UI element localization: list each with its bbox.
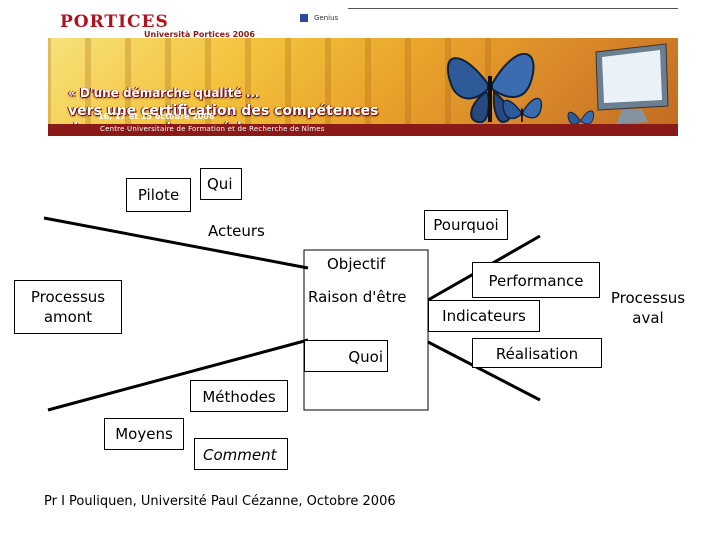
indicateurs-box: Indicateurs xyxy=(428,300,540,332)
banner-footer-bar xyxy=(48,124,678,136)
slogan-line-1: « D'une démarche qualité ... xyxy=(68,86,260,100)
banner-image: PORTICES Università Portices 2006 Genius xyxy=(48,8,678,136)
butterfly-icon-small xyxy=(502,97,543,122)
line-lower-right xyxy=(427,340,541,402)
banner-top-strip: PORTICES Università Portices 2006 Genius xyxy=(48,8,678,39)
top-rule xyxy=(348,8,678,9)
event-date: 16, 17 et 15 octobre 2006 xyxy=(98,112,215,121)
butterfly-icon xyxy=(447,52,535,124)
moyens-box: Moyens xyxy=(104,418,184,450)
processus-aval-label: Processus aval xyxy=(610,289,686,327)
performance-box: Performance xyxy=(472,262,600,298)
comment-box: Comment xyxy=(194,438,288,470)
brand-subtitle: Università Portices 2006 xyxy=(144,30,255,39)
top-button-label: Genius xyxy=(314,14,339,22)
raison-detre-label: Raison d'être xyxy=(308,288,407,306)
footer-credit: Pr I Pouliquen, Université Paul Cézanne,… xyxy=(44,494,396,509)
realisation-box: Réalisation xyxy=(472,338,602,368)
banner-stripes xyxy=(48,38,669,136)
banner-artwork: « D'une démarche qualité ... vers une ce… xyxy=(48,38,678,136)
butterfly-icon-tiny xyxy=(567,110,595,125)
event-venue: Centre Universitaire de Formation et de … xyxy=(100,125,325,133)
monitor-icon xyxy=(595,43,669,124)
brand-logo: PORTICES xyxy=(60,12,169,32)
top-button: Genius xyxy=(300,14,338,22)
quoi-box: Quoi xyxy=(304,340,388,372)
pilote-box: Pilote xyxy=(126,178,191,212)
acteurs-label: Acteurs xyxy=(208,222,265,240)
line-upper-left xyxy=(43,216,309,270)
line-lower-left xyxy=(47,338,309,412)
slogan-line-2: vers une certification des compétences xyxy=(68,103,379,119)
pourquoi-box: Pourquoi xyxy=(424,210,508,240)
processus-amont-box: Processus amont xyxy=(14,280,122,334)
methodes-box: Méthodes xyxy=(190,380,288,412)
central-frame xyxy=(303,249,429,411)
qui-box: Qui xyxy=(200,168,242,200)
square-icon xyxy=(300,14,308,22)
objectif-label: Objectif xyxy=(327,255,386,273)
